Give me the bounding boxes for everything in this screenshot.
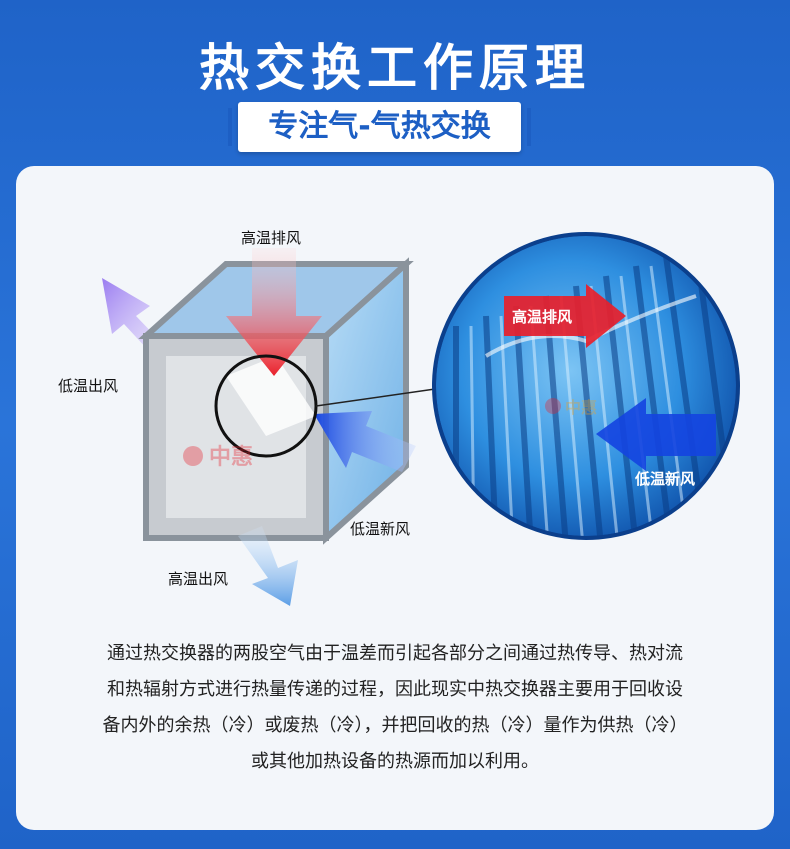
description-line: 备内外的余热（冷）或废热（冷），并把回收的热（冷）量作为供热（冷） xyxy=(102,715,688,736)
label-zoom-exhaust: 高温排风 xyxy=(512,308,572,326)
zoom-exhaust-arrow xyxy=(504,284,626,348)
description: 通过热交换器的两股空气由于温差而引起各部分之间通过热传导、热对流 和热辐射方式进… xyxy=(36,636,754,780)
svg-text:中惠: 中惠 xyxy=(209,445,253,470)
label-fresh-in: 低温新风 xyxy=(350,520,410,538)
heat-exchange-diagram: 中惠 中惠 高温排风 低温出风 低温新风 高温出风 高温排风 低温新风 xyxy=(58,229,740,606)
subtitle-banner: 专注气-气热交换 xyxy=(228,102,531,152)
label-zoom-fresh: 低温新风 xyxy=(634,470,695,488)
watermark-logo: 中惠 中惠 xyxy=(183,398,597,470)
page-title: 热交换工作原理 xyxy=(199,39,591,97)
fresh-in-arrow xyxy=(314,411,416,472)
zoom-fresh-arrow xyxy=(596,398,716,471)
fresh-out-arrow xyxy=(238,526,298,606)
zoom-view xyxy=(432,232,740,540)
svg-text:中惠: 中惠 xyxy=(565,398,597,417)
label-fresh-out: 高温出风 xyxy=(168,570,228,588)
description-line: 或其他加热设备的热源而加以利用。 xyxy=(251,751,539,772)
exhaust-in-arrow xyxy=(226,248,322,376)
content-card: 中惠 中惠 高温排风 低温出风 低温新风 高温出风 高温排风 低温新风 通过热交… xyxy=(16,166,774,830)
label-exhaust-out: 低温出风 xyxy=(58,377,118,395)
label-exhaust-in: 高温排风 xyxy=(241,229,301,247)
description-line: 和热辐射方式进行热量传递的过程，因此现实中热交换器主要用于回收设 xyxy=(107,679,683,700)
description-line: 通过热交换器的两股空气由于温差而引起各部分之间通过热传导、热对流 xyxy=(107,643,683,664)
